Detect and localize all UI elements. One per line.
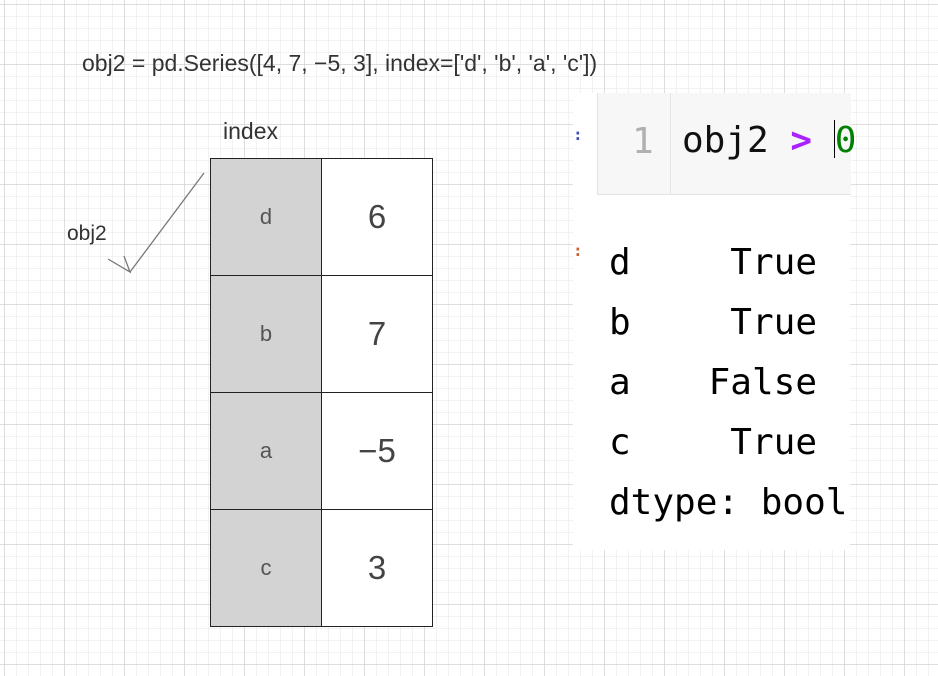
output-dtype: dtype: bool: [609, 482, 848, 523]
output-row: c True: [609, 413, 829, 473]
output-value: True: [730, 422, 817, 463]
code-cell[interactable]: 1 obj2 > 0: [597, 93, 856, 195]
output-value: True: [730, 302, 817, 343]
code-line[interactable]: obj2 > 0: [682, 120, 856, 161]
index-cell: c: [210, 509, 322, 627]
series-table: d 6 b 7 a −5 c 3: [210, 158, 433, 627]
line-gutter: 1: [598, 93, 671, 194]
output-value: False: [708, 362, 817, 403]
series-row: b 7: [210, 275, 433, 393]
line-number: 1: [632, 121, 654, 162]
output-prompt-marker: :: [573, 241, 583, 260]
output-area: d True b True a False c True dtype: bool: [609, 233, 847, 533]
pointer-arrow: [107, 172, 205, 274]
output-key: a: [609, 362, 631, 403]
output-value: True: [730, 242, 817, 283]
output-key: c: [609, 422, 631, 463]
output-key: b: [609, 302, 631, 343]
code-title: obj2 = pd.Series([4, 7, −5, 3], index=['…: [82, 50, 598, 76]
notebook-screenshot: : 1 obj2 > 0 : d True b True a False c T…: [573, 93, 856, 550]
object-label: obj2: [67, 222, 107, 245]
output-row: a False: [609, 353, 829, 413]
series-row: c 3: [210, 509, 433, 627]
output-row: b True: [609, 293, 829, 353]
code-operator: >: [790, 120, 813, 161]
input-prompt-marker: :: [573, 125, 583, 144]
series-row: a −5: [210, 392, 433, 510]
value-cell: −5: [321, 392, 433, 510]
value-cell: 7: [321, 275, 433, 393]
value-cell: 3: [321, 509, 433, 627]
output-row: d True: [609, 233, 829, 293]
index-cell: a: [210, 392, 322, 510]
value-cell: 6: [321, 158, 433, 276]
series-row: d 6: [210, 158, 433, 276]
code-number: 0: [834, 120, 857, 161]
index-cell: d: [210, 158, 322, 276]
output-key: d: [609, 242, 631, 283]
index-cell: b: [210, 275, 322, 393]
code-variable: obj2: [682, 120, 769, 161]
index-label: index: [223, 118, 278, 144]
text-cursor: [833, 120, 835, 158]
